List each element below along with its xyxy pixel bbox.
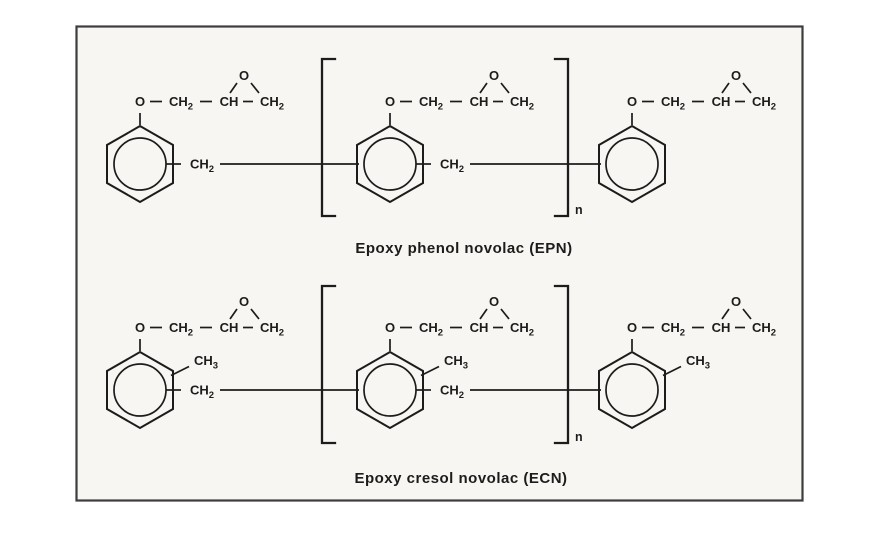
ecn-caption: Epoxy cresol novolac (ECN) xyxy=(354,470,567,487)
repeat-subscript-n: n xyxy=(575,430,583,444)
right-bracket xyxy=(553,284,570,445)
left-bracket xyxy=(320,57,337,218)
right-bracket xyxy=(553,57,570,218)
repeat-subscript-n: n xyxy=(575,203,583,217)
epn-caption: Epoxy phenol novolac (EPN) xyxy=(355,240,572,257)
ecn-structure: n Epoxy cresol novolac (ECN) xyxy=(106,284,777,487)
left-bracket xyxy=(320,284,337,445)
epn-structure: n Epoxy phenol novolac (EPN) xyxy=(106,57,777,257)
